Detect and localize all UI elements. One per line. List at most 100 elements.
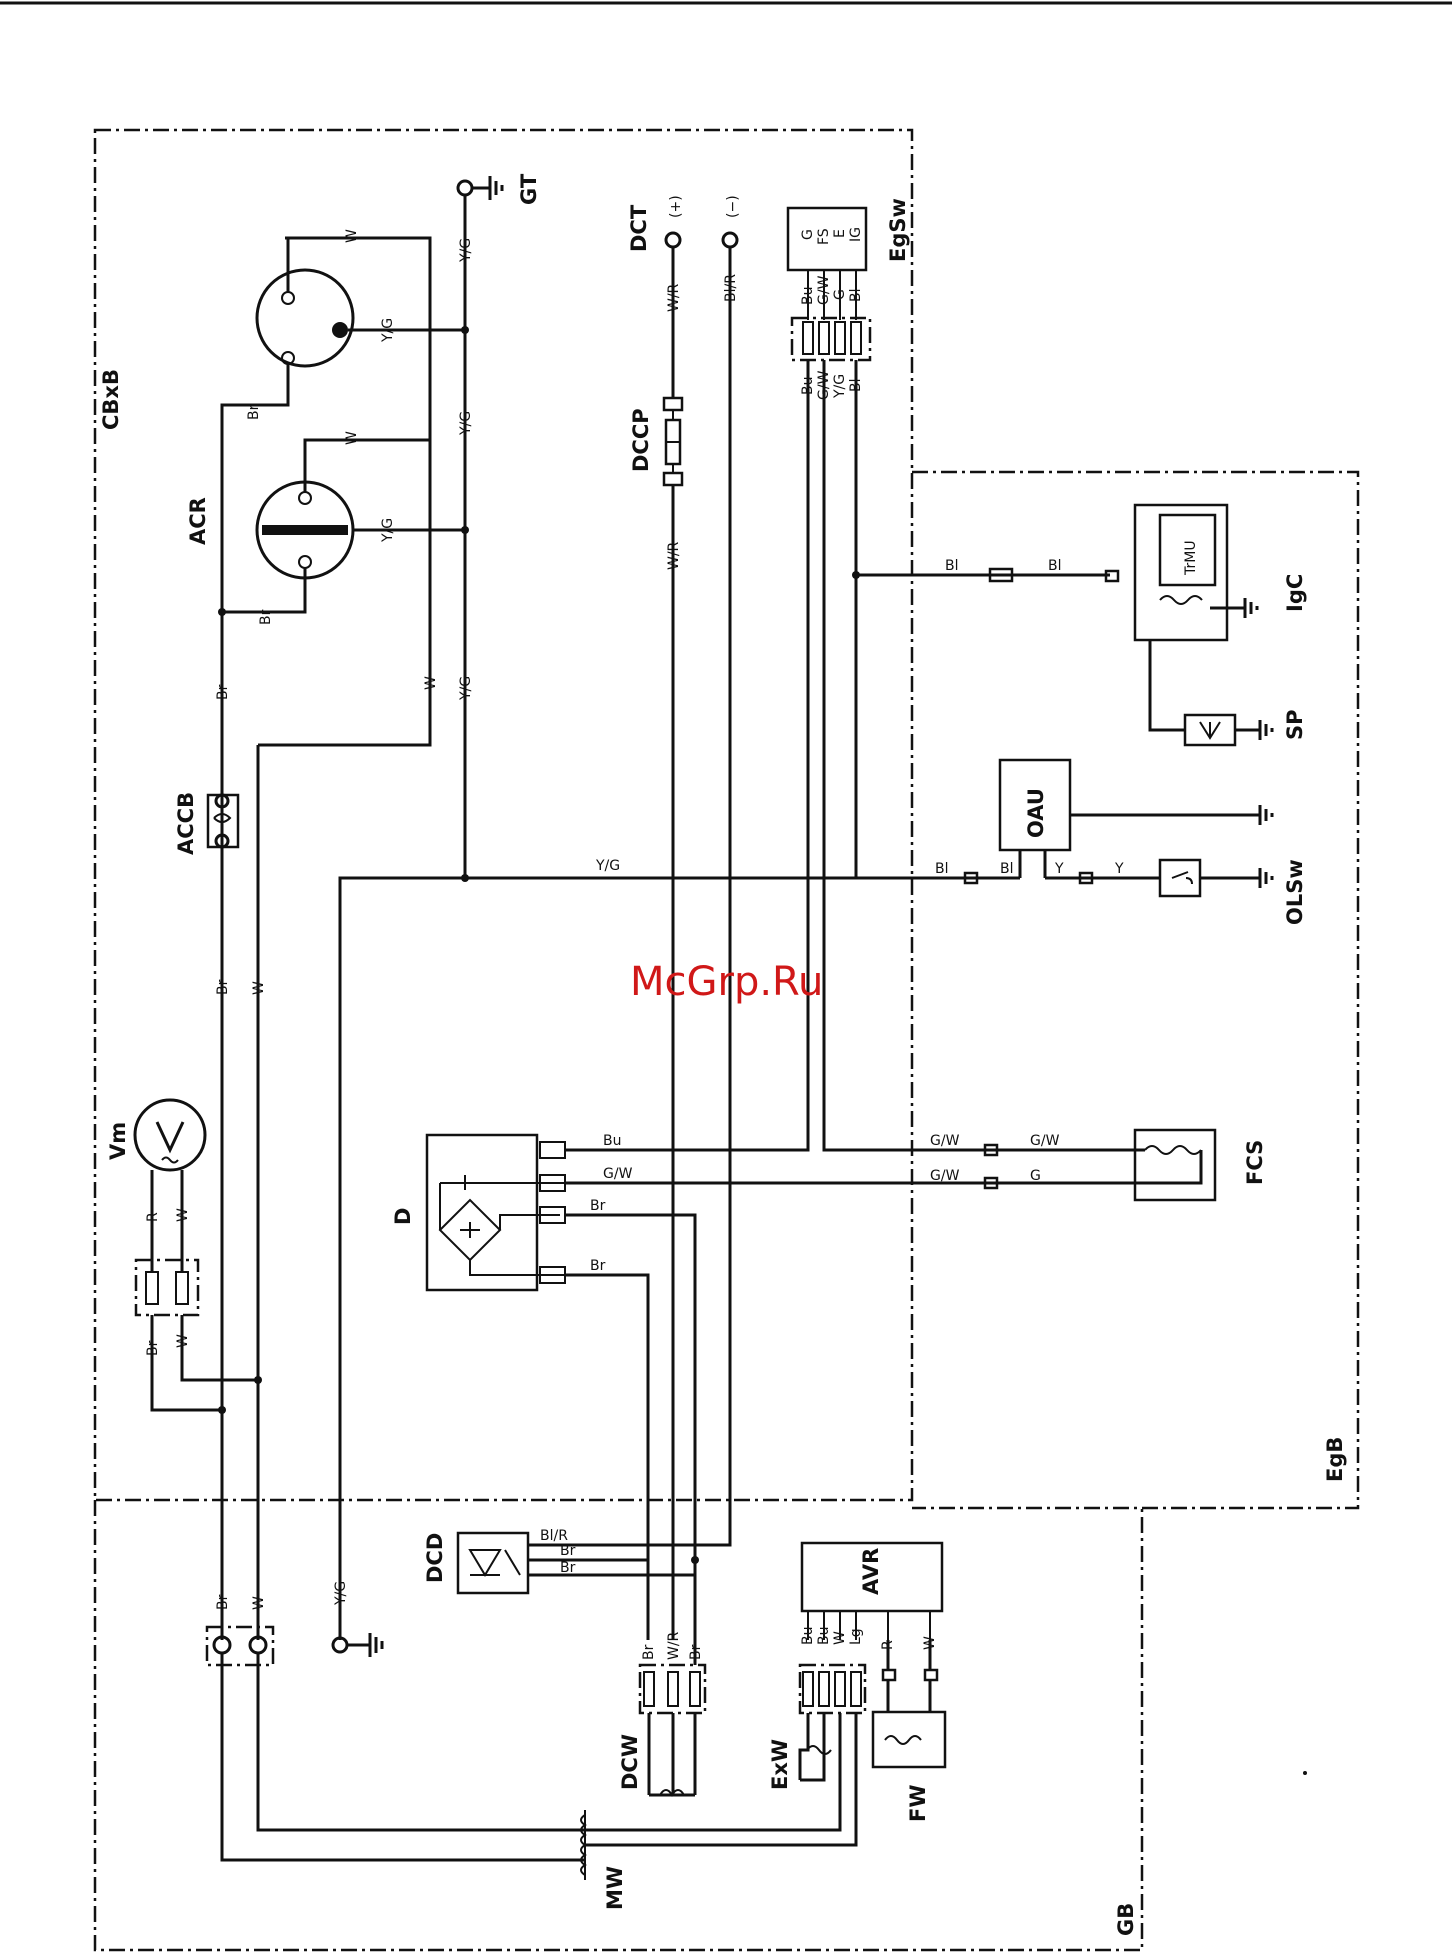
wire-label-dcd-br-2: Br: [560, 1560, 576, 1576]
label-avr: AVR: [859, 1548, 883, 1595]
dct-plus-terminal: [666, 233, 680, 247]
olsw-ground: [1200, 868, 1272, 888]
junction-bl: [852, 571, 860, 579]
label-sp: SP: [1283, 709, 1307, 740]
receptacle-upper-slot-1: [282, 292, 294, 304]
receptacle-lower-slot-1: [299, 492, 311, 504]
dcd-leads: [528, 1545, 695, 1575]
wire-label-gb-br: Br: [215, 1594, 231, 1610]
oil-level-switch: OLSw: [1160, 859, 1307, 925]
igc-to-plug-lead: [1150, 640, 1185, 730]
wire-label-dcw-wr: W/R: [666, 1631, 682, 1660]
d-terminal-bu: [540, 1142, 565, 1158]
yg-ground-line: [340, 195, 465, 1640]
igc-coil-winding: [1160, 596, 1202, 604]
vm-connector-pin-1: [146, 1272, 158, 1304]
dc-circuit-protector: DCCP: [629, 398, 682, 485]
ac-receptacle-lower: W Br Y/G ACR: [186, 431, 465, 625]
wire-label-br-lower: Br: [215, 979, 231, 995]
label-d: D: [391, 1208, 415, 1225]
igc-ground-symbol: [1210, 598, 1257, 618]
gt-terminal: [458, 181, 472, 195]
wire-label-dcw-br: Br: [641, 1644, 657, 1660]
wire-label-yg-4: Y/G: [595, 858, 620, 874]
junction-acr-br: [218, 608, 226, 616]
wire-label-acr2-yg: Y/G: [380, 518, 396, 543]
dc-terminals: DCT (+) (−): [627, 195, 741, 252]
spark-plug: SP: [1185, 709, 1307, 745]
label-fcs: FCS: [1243, 1140, 1267, 1185]
wire-label-vm-br: Br: [145, 1340, 161, 1356]
label-dcw: DCW: [618, 1734, 642, 1790]
label-mw: MW: [603, 1866, 627, 1910]
receptacle-lower-bar: [262, 525, 348, 535]
gb-output-leads: [222, 1653, 585, 1860]
label-gt: GT: [517, 173, 541, 205]
wire-label-dcd-br-1: Br: [560, 1543, 576, 1559]
egsw-terminal-ig: IG: [848, 227, 864, 242]
egsw-terminal-fs: FS: [816, 228, 832, 245]
sp-electrode: [1200, 722, 1220, 738]
label-tmu: TrMU: [1183, 540, 1199, 576]
wire-label-br-upper: Br: [215, 684, 231, 700]
wire-label-acr1-yg: Y/G: [380, 318, 396, 343]
wire-label-bl-igc-1: Bl: [945, 558, 959, 574]
voltmeter: Vm R W Br W: [106, 1100, 262, 1414]
junction-yg-1: [461, 326, 469, 334]
exw-pin-4: [851, 1672, 861, 1706]
egsw-pin-2: [819, 322, 829, 354]
oau-ground: [1070, 805, 1272, 825]
generator-output-connector: Br W: [207, 1594, 585, 1860]
wire-label-blr-upper: Bl/R: [723, 274, 739, 302]
wire-label-avr-bu-2: Bu: [816, 1627, 832, 1645]
wire-label-acr1-w: W: [344, 229, 360, 243]
receptacle-upper-body: [257, 270, 353, 366]
engine-switch: G FS E IG EgSw Bu G/W G Bl Bu G/W Y/G Bl: [788, 198, 910, 400]
wire-label-yg-3: Y/G: [458, 676, 474, 701]
label-olsw: OLSw: [1283, 859, 1307, 925]
egsw-pin-4: [851, 322, 861, 354]
dc-winding: Br W/R Br DCW: [618, 1631, 705, 1795]
br-d-to-dcw-2: [565, 1275, 648, 1640]
fw-brush-1: [883, 1670, 895, 1680]
voltmeter-v-symbol: [157, 1122, 183, 1150]
junction-yg-2: [461, 526, 469, 534]
fuel-cut-solenoid: FCS G/W G/W G/W G: [930, 1130, 1267, 1200]
label-dcd: DCD: [423, 1533, 447, 1583]
field-winding: FW: [873, 1640, 945, 1822]
ac-circuit-breaker: ACCB: [174, 792, 238, 855]
olsw-body: [1160, 860, 1200, 896]
mw-coil: [581, 1815, 585, 1875]
exw-pin-3: [835, 1672, 845, 1706]
igc-body: [1135, 505, 1227, 640]
w-feed-upper: [285, 238, 430, 440]
vm-connector-pin-2: [176, 1272, 188, 1304]
wire-label-d-gw: G/W: [603, 1166, 633, 1182]
wire-label-fcs-gw-1: G/W: [930, 1133, 960, 1149]
watermark: McGrp.Ru: [630, 959, 823, 1005]
receptacle-lower-br-lead: [222, 568, 305, 612]
receptacle-upper-ground-pin: [332, 322, 348, 338]
wire-label-bl-oau-2: Bl: [1000, 861, 1014, 877]
fcs-coil: [1145, 1146, 1201, 1154]
egsw-wire-gw: G/W: [816, 275, 832, 305]
label-control-box: CBxB: [99, 369, 123, 430]
egsw-wire-g: G: [832, 289, 848, 300]
egsw-pin-1: [803, 322, 813, 354]
ignition-coil: TrMU IgC: [1135, 505, 1307, 730]
diode-unit: D: [391, 1135, 565, 1290]
wire-label-y-1: Y: [1054, 861, 1064, 877]
label-exw: ExW: [768, 1739, 792, 1790]
wire-label-fcs-gw-3: G/W: [930, 1168, 960, 1184]
label-vm: Vm: [106, 1122, 130, 1160]
wire-label-avr-lg: Lg: [848, 1628, 864, 1645]
wire-label-wr-upper: W/R: [666, 283, 682, 312]
egsw-terminal-g: G: [800, 229, 816, 240]
egsw-wire-bl: Bl: [848, 289, 864, 303]
label-dct-minus: (−): [725, 195, 741, 218]
wire-label-gb-yg: Y/G: [333, 1581, 349, 1606]
stray-mark: [1303, 1771, 1307, 1775]
wire-label-w-lower: W: [251, 981, 267, 995]
label-fw: FW: [906, 1784, 930, 1822]
